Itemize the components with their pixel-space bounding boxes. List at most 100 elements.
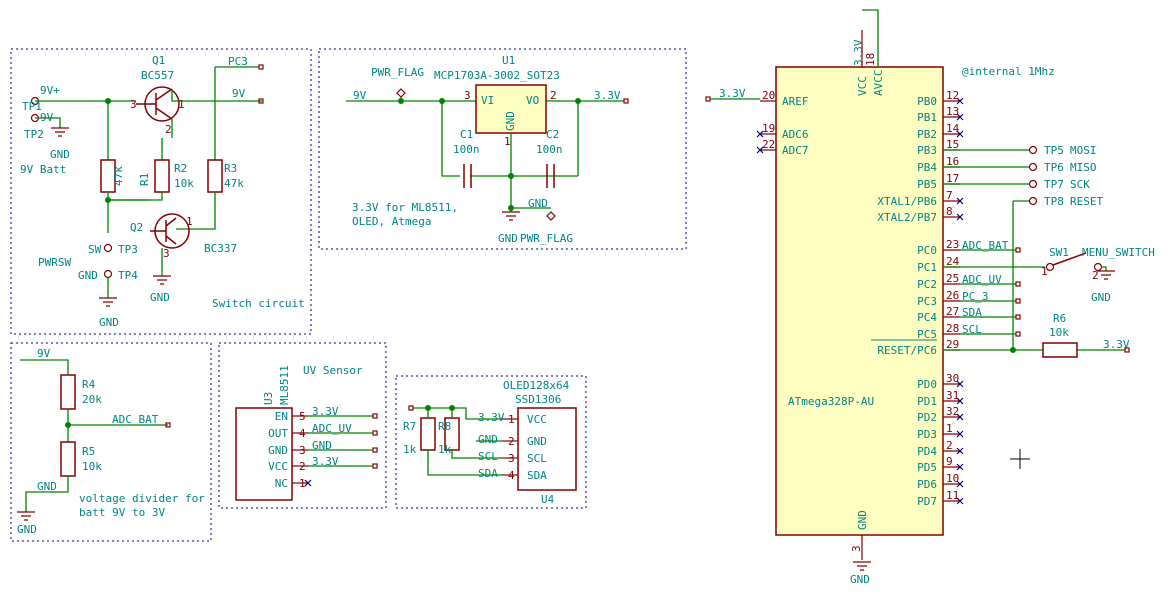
tp3-point[interactable] [103,243,113,253]
sw1-value: MENU_SWITCH [1082,246,1155,259]
regulator-note-line2: OLED, Atmega [352,215,431,228]
wire-divider-bottom [25,476,69,512]
v33-out-port [623,98,629,104]
u3-value: ML8511 [278,365,291,405]
mcu-pin-name-pd5: PD5 [917,461,937,474]
aref-port [705,96,711,102]
mcu-pin-num-7: 7 [946,189,953,202]
mcu-net-label-25: ADC_UV [962,273,1002,286]
uv-sensor-title: UV Sensor [303,364,363,377]
tp5-point[interactable] [1028,145,1038,155]
r4-resistor[interactable] [60,374,76,410]
r6-ref: R6 [1053,312,1066,325]
pwr-flag-bottom-label: PWR_FLAG [520,232,573,245]
r7-ref: R7 [403,420,416,433]
mcu-net-label-28: SCL [962,323,982,336]
mcu-nc-7 [956,197,964,205]
mcu-top-net: 3.3V [852,39,865,66]
mcu-pin-name-pd6: PD6 [917,478,937,491]
u1-pin2-num: 2 [550,89,557,102]
mcu-pin-name-pd1: PD1 [917,395,937,408]
tp7-point[interactable] [1028,179,1038,189]
mcu-net-port-28 [1015,331,1021,337]
q2-ref: Q2 [130,221,143,234]
q1-pin3: 3 [130,98,137,111]
mcu-net-label-27: SDA [962,306,982,319]
mcu-pin-name-xtal2-pb7: XTAL2/PB7 [877,211,937,224]
u2-mcu[interactable] [775,66,944,536]
mcu-pin-name-pd0: PD0 [917,378,937,391]
r2-resistor[interactable] [154,159,170,193]
r8-value: 1k [438,443,452,456]
tp3-ref: TP3 [118,243,138,256]
mcu-pin-name-pc2: PC2 [917,278,937,291]
r3-resistor[interactable] [207,159,223,193]
mcu-pin-num-23: 23 [946,238,959,251]
u3-ref: U3 [262,392,275,405]
uv-net-label-4: ADC_UV [312,422,352,435]
mcu-net-label-23: ADC_BAT [962,239,1009,252]
tp4-point[interactable] [103,269,113,279]
uv-net-label-5: 3.3V [312,405,339,418]
tp8-point[interactable] [1028,196,1038,206]
uv-net-port-4 [372,430,378,436]
wire-divider-top [20,359,69,375]
mcu-left-pin-name-adc7: ADC7 [782,144,809,157]
u3-sensor[interactable] [235,407,293,501]
mcu-nc-32 [956,413,964,421]
mcu-pin-name-pd3: PD3 [917,428,937,441]
r4-value: 20k [82,393,102,406]
u1-pin-vo: VO [526,94,539,107]
mcu-pin-name-xtal1-pb6: XTAL1/PB6 [877,195,937,208]
tp1-ref: TP1 [22,100,42,113]
sw1-contact-1 [1045,262,1055,272]
mcu-pin-avcc: AVCC [872,70,885,97]
u1-pin-vi: VI [481,94,494,107]
q2-value: BC337 [204,242,237,255]
regulator-block: U1 MCP1703A-3002_SOT23 PWR_FLAG 9V VI VO… [318,48,687,250]
switch-circuit-title: Switch circuit [212,297,305,310]
tp4-ref: TP4 [118,269,138,282]
sw1-ref: SW1 [1049,246,1069,259]
r6-net-port [1124,347,1130,353]
mcu-pin-vcc: VCC [856,76,869,96]
sw1-switch[interactable] [1052,252,1087,266]
c1-capacitor[interactable] [463,164,472,188]
mcu-net-port-25 [1015,281,1021,287]
mcu-pin-num-2: 2 [946,439,953,452]
tp8-ref: TP8 [1044,195,1064,208]
tp6-ref: TP6 [1044,161,1064,174]
u1-regulator[interactable] [475,84,547,134]
c2-capacitor[interactable] [546,164,555,188]
mcu-pin-num-14: 14 [946,122,960,135]
aref-net-label: 3.3V [719,87,746,100]
gnd-symbol-tp4 [99,297,117,307]
mcu-nc-31 [956,397,964,405]
mcu-bottom-net: GND [850,573,870,586]
q1-ref: Q1 [152,54,165,67]
tp6-point[interactable] [1028,162,1038,172]
u4-ref: U4 [541,493,555,506]
uv-pin-name-en: EN [275,410,288,423]
mcu-pin-num-28: 28 [946,322,959,335]
wire-r2-bottom [108,192,163,201]
mcu-pin-name-pb3: PB3 [917,144,937,157]
mcu-left-pin-name-adc6: ADC6 [782,128,809,141]
mcu-left-pin-num-22: 22 [762,138,775,151]
u4-oled[interactable] [517,407,577,491]
mcu-block: ATmega328P-AU @internal 1Mhz 3.3V 18 VCC… [705,9,1155,586]
r7-resistor[interactable] [420,417,436,451]
mcu-nc-30 [956,380,964,388]
mcu-nc-10 [956,480,964,488]
junction-pwr-flag [398,98,404,104]
r1-value: 47k [112,166,125,186]
r6-value: 10k [1049,326,1069,339]
r5-resistor[interactable] [60,441,76,477]
r5-value: 10k [82,460,102,473]
mcu-net-label-26: PC_3 [962,290,989,303]
pwr-flag-top-label: PWR_FLAG [371,66,424,79]
mcu-pin-num-9: 9 [946,455,953,468]
junction-gnd-caps [508,173,514,179]
r6-resistor[interactable] [1042,342,1078,358]
